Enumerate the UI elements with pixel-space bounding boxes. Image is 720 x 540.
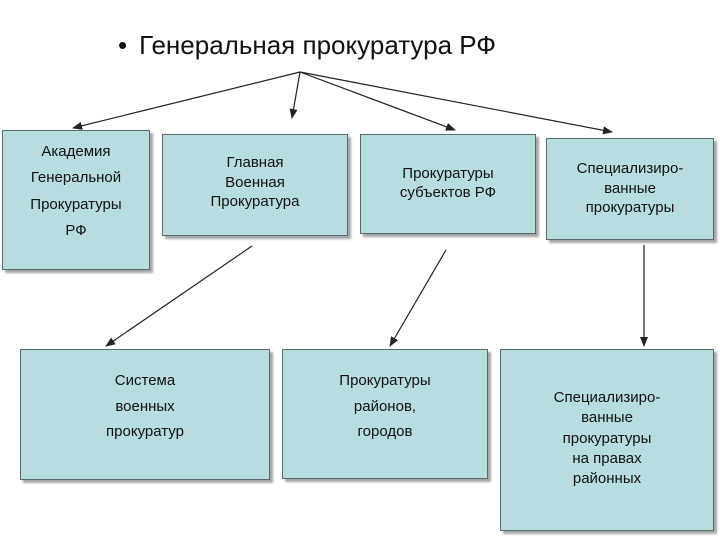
box-specialized-district-label: Специализиро- ванные прокуратуры на прав… [553,389,661,487]
arrow-to-military-system [105,245,253,347]
box-districts-label: Прокуратуры районов, городов [339,372,431,440]
title-bullet: • [118,30,128,60]
box-military-main: Главная Военная Прокуратура [162,134,348,236]
box-subjects-label: Прокуратуры субъектов РФ [399,165,497,201]
box-specialized-label: Специализиро- ванные прокуратуры [576,160,684,216]
box-military-main-label: Главная Военная Прокуратура [210,154,300,210]
arrow-to-specialized [299,71,613,135]
box-subjects: Прокуратуры субъектов РФ [360,134,536,234]
arrow-to-academy [72,71,301,130]
box-specialized-district: Специализиро- ванные прокуратуры на прав… [500,349,714,531]
box-specialized: Специализиро- ванные прокуратуры [546,138,714,240]
arrow-to-districts [389,249,447,347]
box-academy-label: Академия Генеральной Прокуратуры РФ [30,143,122,239]
page-title: • Генеральная прокуратура РФ [118,30,496,61]
arrow-to-military-main [289,71,301,119]
box-military-system: Система военных прокуратур [20,349,270,480]
title-text: Генеральная прокуратура РФ [139,30,497,60]
arrow-to-subjects [299,71,456,131]
box-districts: Прокуратуры районов, городов [282,349,488,479]
box-military-system-label: Система военных прокуратур [106,372,184,440]
box-academy: Академия Генеральной Прокуратуры РФ [2,130,150,270]
